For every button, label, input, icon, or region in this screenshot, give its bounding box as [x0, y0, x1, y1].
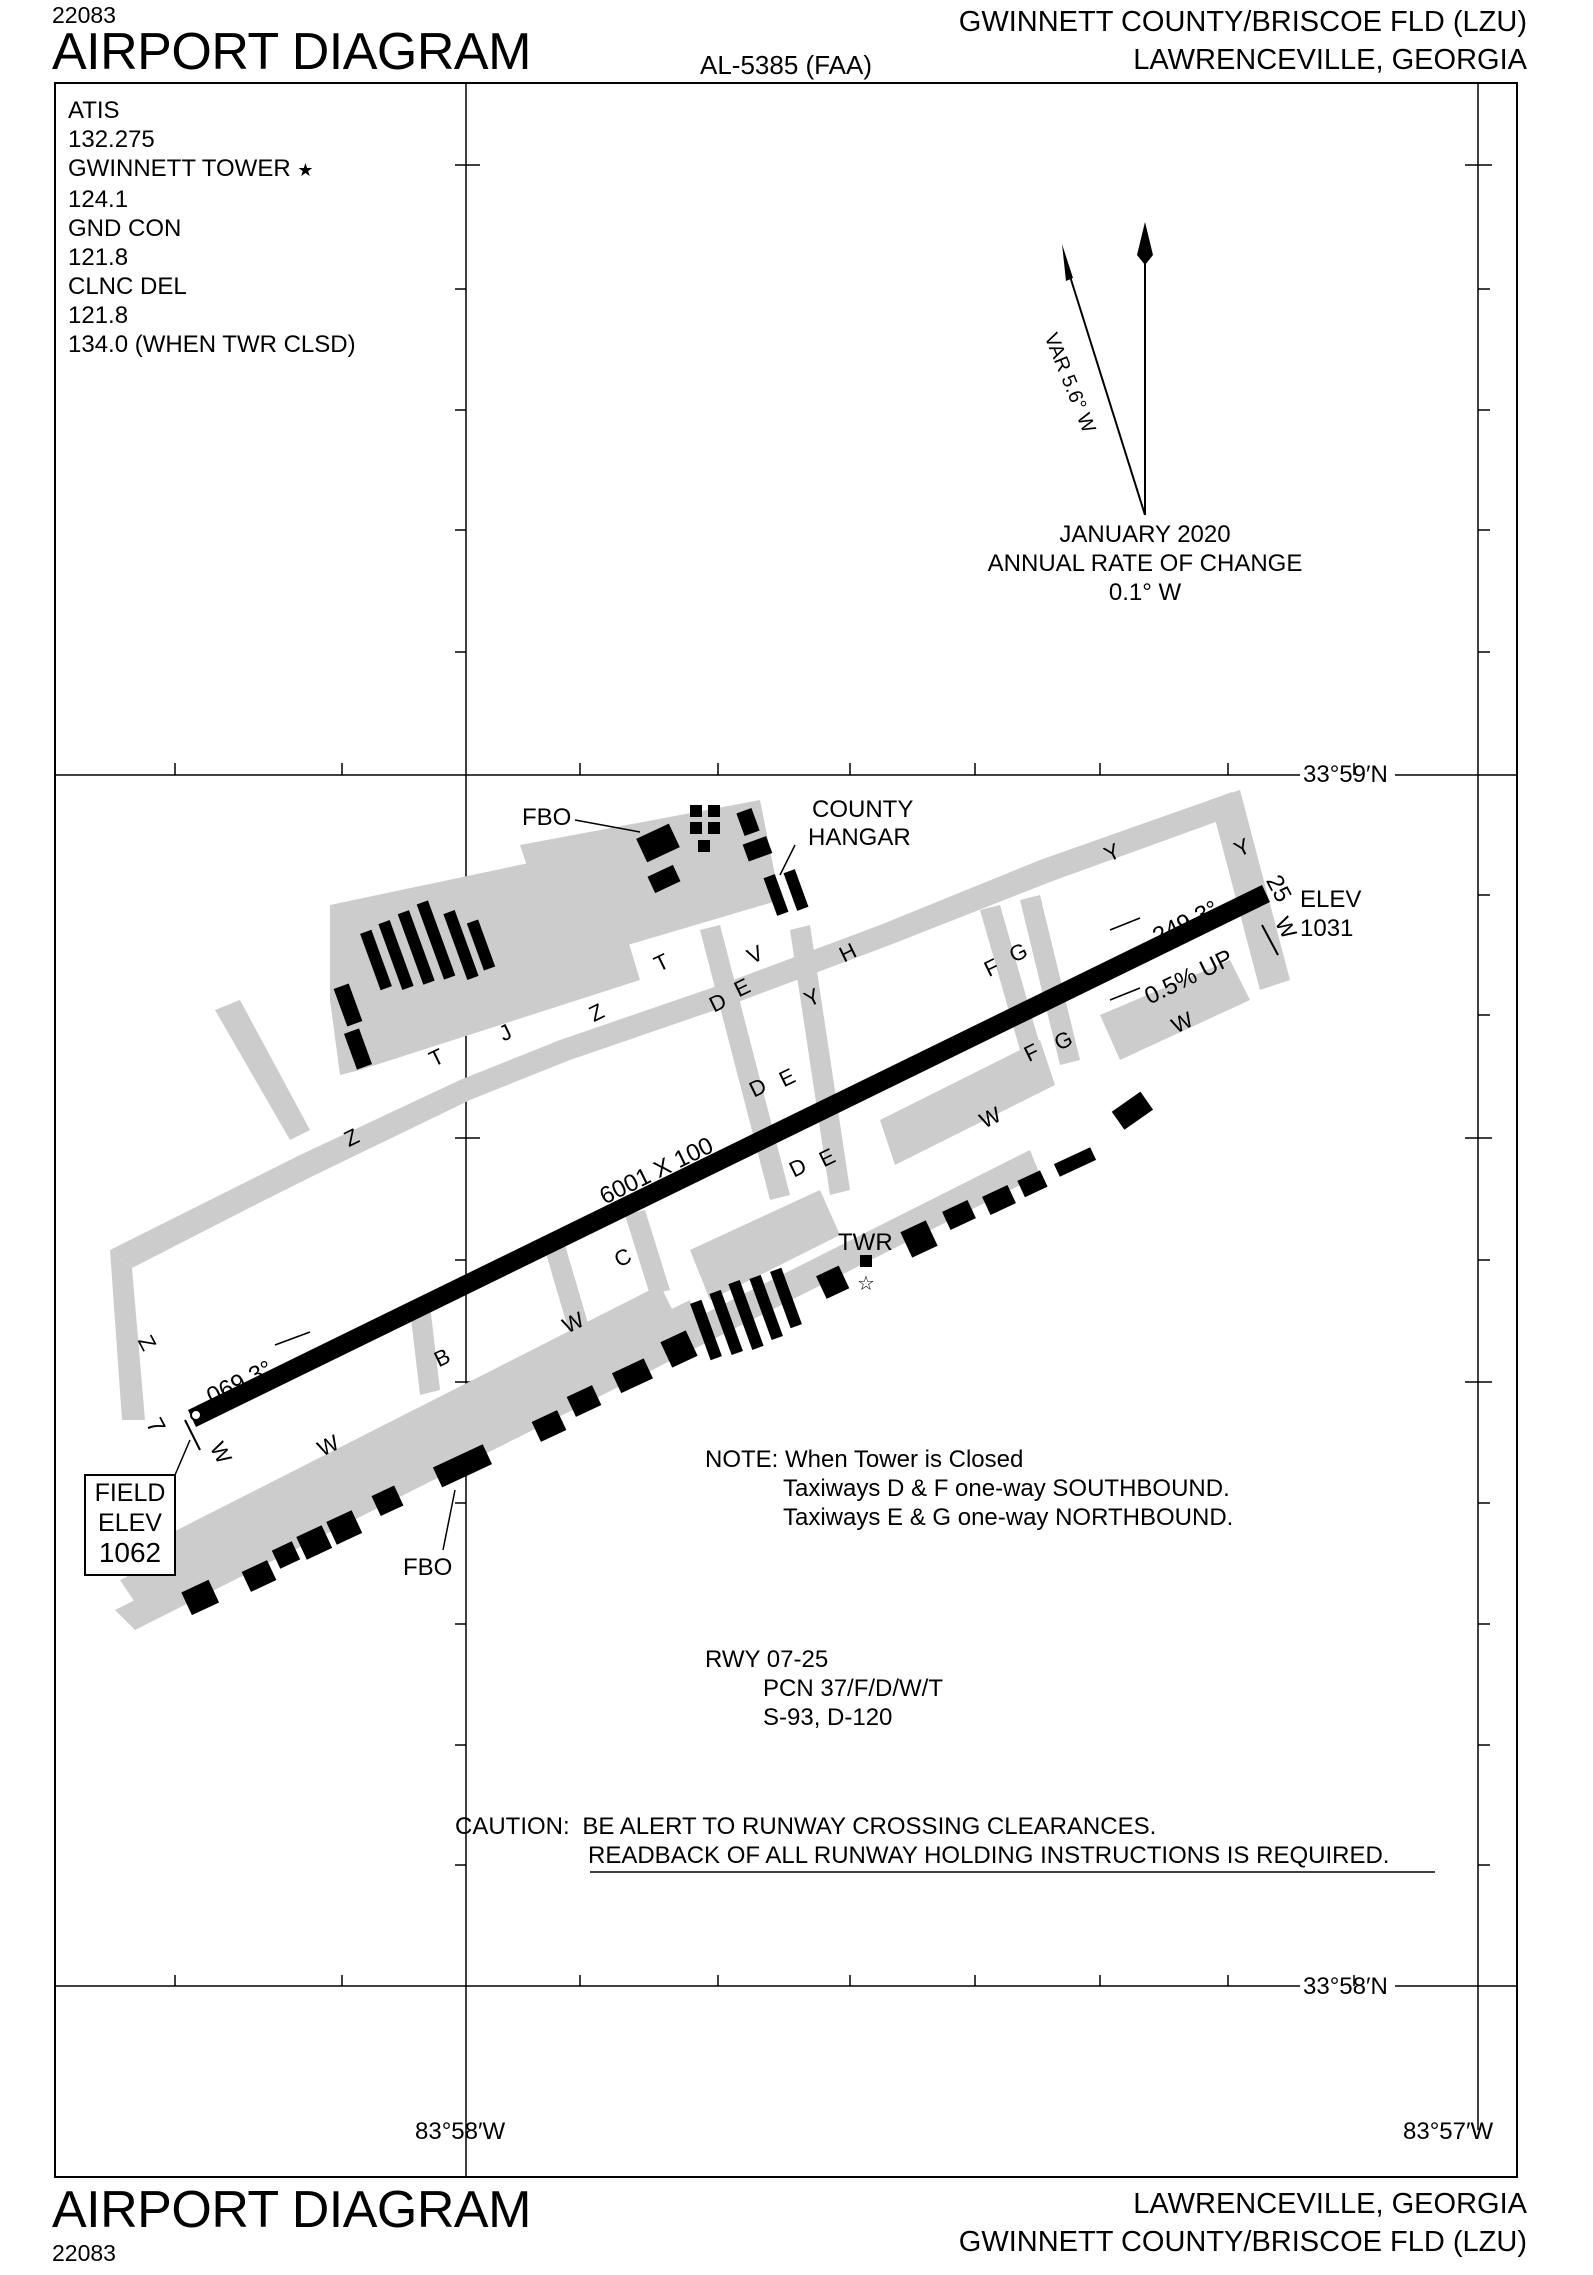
taxiway-label-w2: W	[558, 1306, 588, 1339]
elev-25-label: ELEV	[1300, 886, 1362, 913]
taxiway-label-h: H	[835, 937, 861, 968]
runway-strength-note: RWY 07-25 PCN 37/F/D/W/T S-93, D-120	[705, 1645, 943, 1732]
taxiway-label-d2: D	[745, 1072, 771, 1103]
taxiway-label-b: B	[430, 1343, 455, 1373]
taxiway-label-t: T	[424, 1043, 449, 1072]
freq-tower-row: GWINNETT TOWER ★	[68, 154, 356, 185]
frequency-list: ATIS 132.275 GWINNETT TOWER ★ 124.1 GND …	[68, 96, 356, 359]
rwy-strength: S-93, D-120	[763, 1704, 893, 1731]
taxiway-label-j: J	[494, 1018, 516, 1047]
taxiway-label-w-25: W	[1269, 912, 1302, 943]
freq-clnc-label: CLNC DEL	[68, 273, 187, 300]
county-hangar-label-2: HANGAR	[808, 824, 911, 851]
caution-note: CAUTION: BE ALERT TO RUNWAY CROSSING CLE…	[455, 1812, 1389, 1870]
freq-gnd-label: GND CON	[68, 215, 182, 242]
taxiway-label-w: W	[313, 1429, 343, 1462]
taxiway-label-t2: T	[649, 948, 674, 977]
taxiway-label-y2: Y	[1100, 838, 1125, 868]
elev-25-value: 1031	[1300, 915, 1354, 942]
caution-label: CAUTION:	[455, 1813, 570, 1840]
freq-tower-label: GWINNETT TOWER	[68, 155, 291, 182]
leader-lines	[442, 819, 796, 1551]
lon-west-label: 83°58′W	[415, 2118, 506, 2145]
tower-label: TWR	[838, 1229, 893, 1256]
taxiway-label-w3: W	[975, 1101, 1005, 1134]
freq-clnc-alt: 134.0 (WHEN TWR CLSD)	[68, 331, 356, 358]
field-elev-box	[84, 1474, 176, 1576]
note-line-2: Taxiways E & G one-way NORTHBOUND.	[783, 1504, 1234, 1531]
taxiway-label-e: E	[730, 973, 755, 1003]
freq-atis-value: 132.275	[68, 126, 155, 153]
runway-07-25	[188, 885, 1270, 1427]
freq-tower-value: 124.1	[68, 186, 129, 213]
magnetic-info: JANUARY 2020 ANNUAL RATE OF CHANGE 0.1° …	[985, 520, 1305, 607]
taxiway-label-f: F	[979, 953, 1004, 982]
rwy-pcn: PCN 37/F/D/W/T	[763, 1675, 944, 1702]
taxiway-label-v: V	[743, 940, 768, 970]
tower-icon	[860, 1255, 872, 1267]
field-elev-value: 1062	[98, 1537, 162, 1568]
taxiway-label-z: Z	[339, 1123, 364, 1152]
taxiway-label-y: Y	[800, 983, 825, 1013]
airport-name-bottom: GWINNETT COUNTY/BRISCOE FLD (LZU)	[958, 2226, 1527, 2258]
county-hangar-label-1: COUNTY	[812, 796, 914, 823]
freq-clnc-value: 121.8	[68, 302, 129, 329]
lon-east-label: 83°57′W	[1403, 2118, 1494, 2145]
magnetic-north-arrow-icon	[1062, 244, 1146, 516]
fbo-north-label: FBO	[522, 804, 572, 831]
taxiway-label-c: C	[610, 1242, 636, 1273]
freq-gnd-value: 121.8	[68, 244, 129, 271]
note-line-1: Taxiways D & F one-way SOUTHBOUND.	[783, 1475, 1230, 1502]
taxiway-label-z3: Z	[132, 1330, 162, 1355]
taxiway-label-g: G	[1005, 937, 1032, 968]
chart-title-bottom: AIRPORT DIAGRAM	[52, 2181, 531, 2239]
buildings	[181, 805, 1154, 1616]
taxiway-label-y3: Y	[1230, 833, 1255, 863]
taxiway-label-z2: Z	[584, 998, 609, 1027]
taxiway-label-f2: F	[1019, 1038, 1044, 1067]
direction-arrows	[274, 917, 1141, 1346]
chart-title-top: AIRPORT DIAGRAM	[52, 23, 531, 81]
procedure-number-top: 22083	[52, 2, 116, 28]
taxiway-label-g2: G	[1050, 1025, 1077, 1056]
taxiway-label-d3: D	[785, 1152, 811, 1183]
taxiway-label-e2: E	[775, 1063, 800, 1093]
fbo-south-label: FBO	[403, 1554, 453, 1581]
tower-star-icon: ☆	[857, 1273, 875, 1295]
airport-name-top: GWINNETT COUNTY/BRISCOE FLD (LZU)	[958, 6, 1527, 38]
lat-north-label: 33°59′N	[1303, 761, 1388, 788]
location-top: LAWRENCEVILLE, GEORGIA	[1133, 44, 1527, 76]
rwy-title: RWY 07-25	[705, 1646, 829, 1673]
note-title: NOTE: When Tower is Closed	[705, 1446, 1024, 1473]
mag-rate-value: 0.1° W	[1108, 579, 1182, 606]
caution-line-2: READBACK OF ALL RUNWAY HOLDING INSTRUCTI…	[588, 1842, 1390, 1869]
mag-epoch: JANUARY 2020	[1059, 521, 1231, 548]
caution-line-1: BE ALERT TO RUNWAY CROSSING CLEARANCES.	[582, 1813, 1157, 1840]
taxiway-label-d: D	[705, 987, 731, 1018]
lat-south-label: 33°58′N	[1303, 1973, 1388, 2000]
taxiway-label-e3: E	[815, 1143, 840, 1173]
procedure-number-bottom: 22083	[52, 2240, 116, 2266]
mag-rate-label: ANNUAL RATE OF CHANGE	[987, 550, 1303, 577]
freq-atis-label: ATIS	[68, 97, 120, 124]
hold-short-markings	[184, 924, 1279, 1451]
field-elev-line1: FIELD	[94, 1479, 166, 1507]
taxiway-pavement	[110, 790, 1290, 1630]
north-arrow-icon	[1137, 222, 1153, 515]
field-elev: FIELD ELEV 1062	[85, 1478, 175, 1568]
tower-closed-note: NOTE: When Tower is Closed Taxiways D & …	[705, 1445, 1233, 1532]
star-icon: ★	[297, 160, 314, 180]
taxiway-label-w4: W	[1167, 1006, 1197, 1039]
taxiway-label-w-07: W	[204, 1437, 237, 1468]
graticule-ticks	[54, 164, 1492, 1986]
location-bottom: LAWRENCEVILLE, GEORGIA	[1133, 2188, 1527, 2220]
chart-frame	[54, 82, 1518, 2178]
chart-id: AL-5385 (FAA)	[700, 50, 872, 80]
field-elev-line2: ELEV	[98, 1509, 162, 1537]
